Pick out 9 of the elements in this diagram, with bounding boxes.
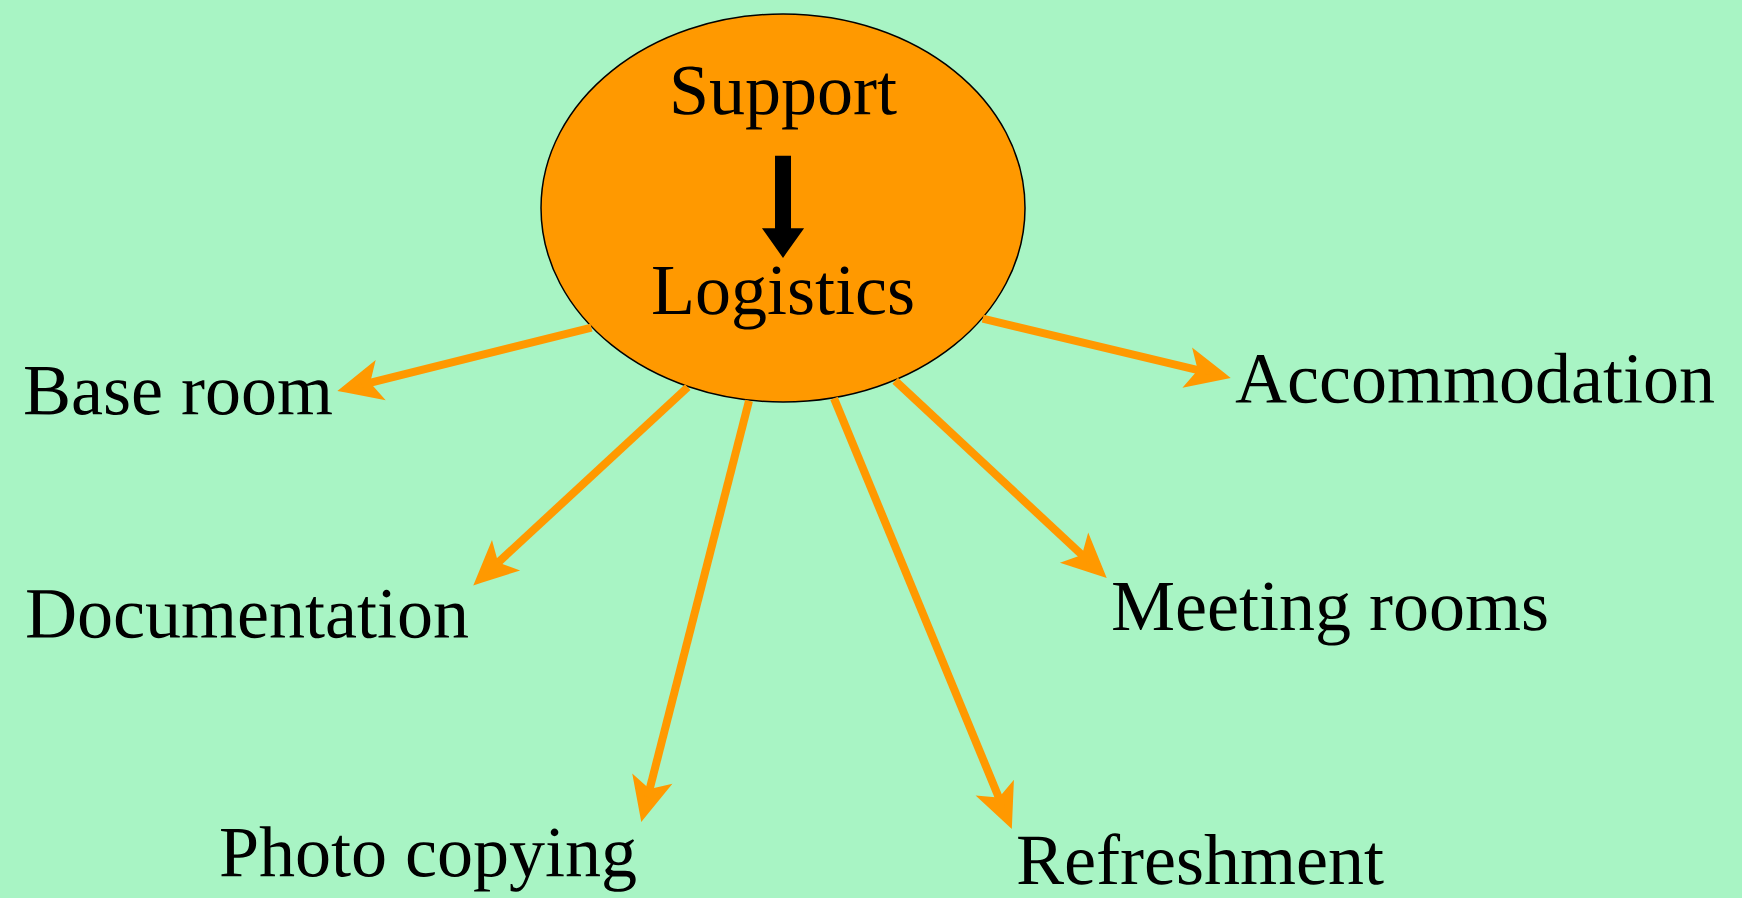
node-label: Accommodation [1235,352,1714,404]
node-label: Photo copying [221,826,636,892]
node-label: Support [673,66,897,130]
node-label: Logistics [653,266,913,330]
node-label: Refreshment [1018,833,1384,885]
node-label: Documentation [27,589,468,639]
node-label: Meeting rooms [1113,582,1547,646]
ellipse-shape [540,13,1026,403]
node-label: Base room [25,367,332,415]
